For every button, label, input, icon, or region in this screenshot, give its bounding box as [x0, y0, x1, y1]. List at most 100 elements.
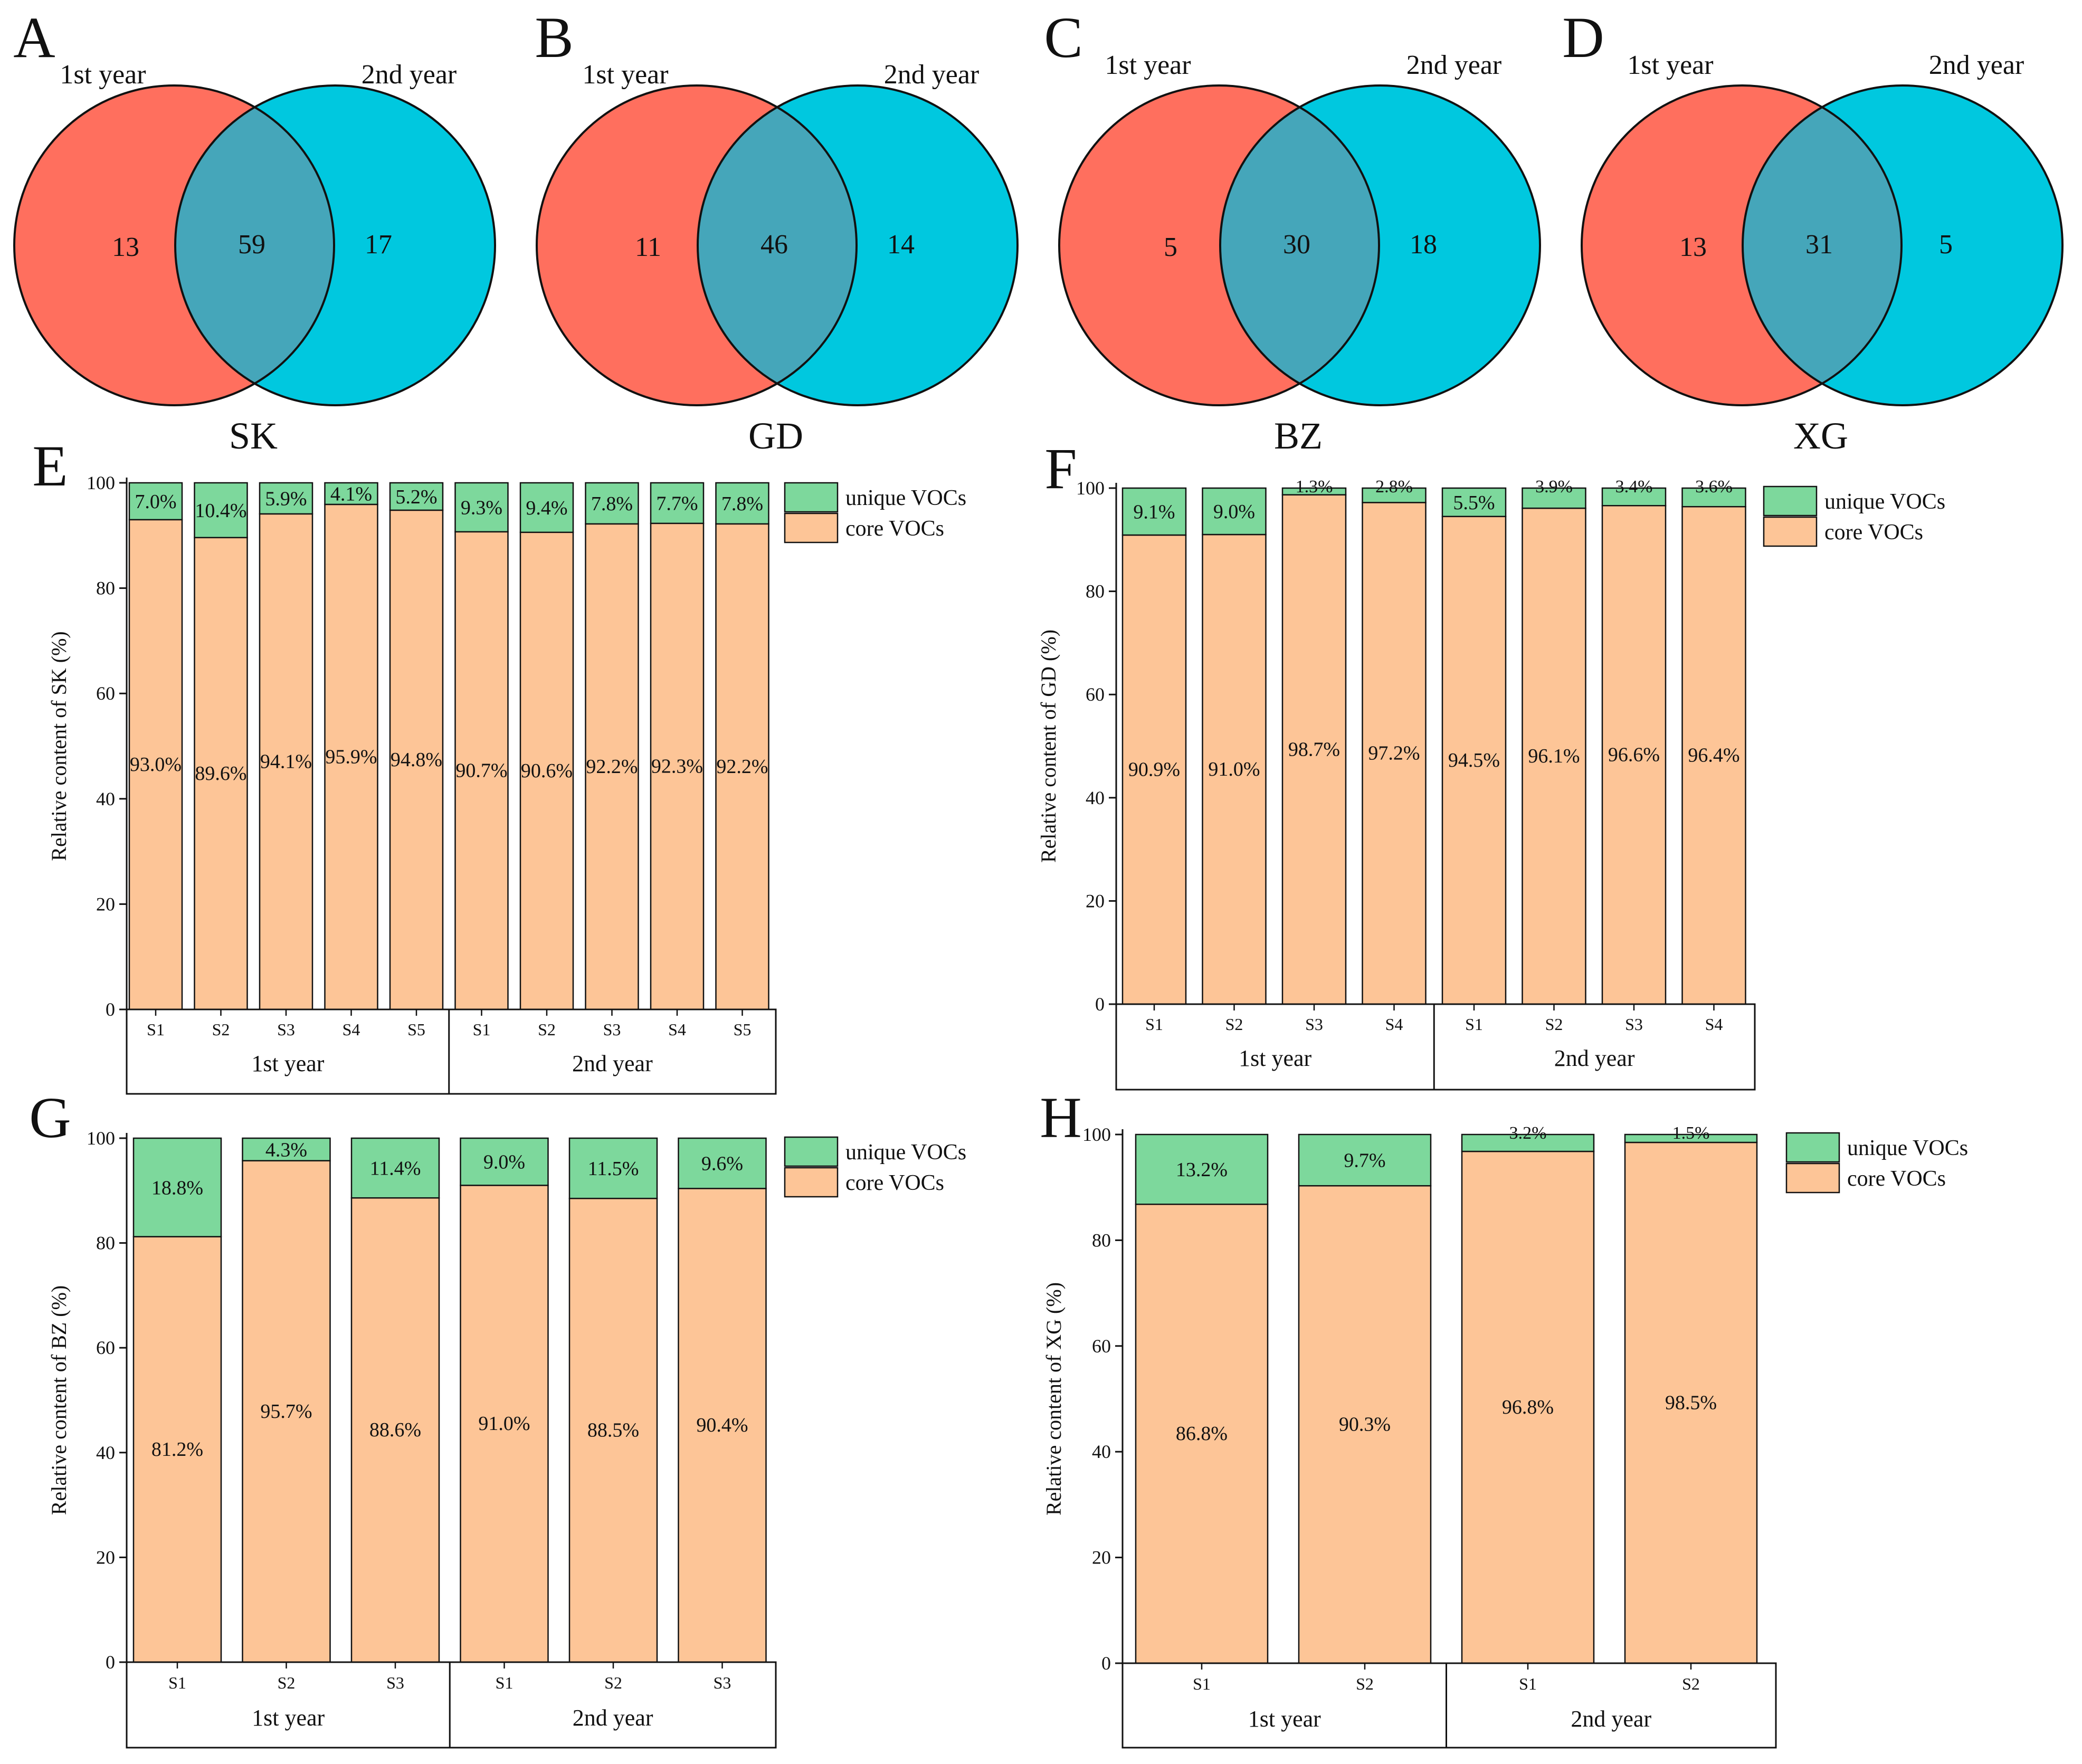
unique-voc-bar: [460, 1137, 549, 1186]
unique-voc-bar: [1601, 487, 1667, 507]
venn-left-outline: [536, 84, 858, 406]
core-value-label: 81.2%: [151, 1438, 203, 1461]
panel-letter: C: [1044, 5, 1082, 70]
unique-voc-bar: [650, 482, 705, 525]
unique-value-label: 3.2%: [1509, 1123, 1547, 1143]
core-voc-bar: [1121, 534, 1187, 1005]
unique-voc-bar: [1681, 487, 1746, 508]
legend-label-unique: unique VOCs: [845, 1140, 966, 1165]
venn-overlap-region: [698, 85, 857, 405]
category-label: S5: [734, 1020, 752, 1039]
core-voc-bar: [1461, 1150, 1595, 1664]
venn-right-outline: [174, 84, 496, 406]
venn-left-outline: [1581, 84, 1903, 406]
core-voc-bar: [324, 503, 378, 1010]
core-voc-bar: [1298, 1185, 1432, 1664]
unique-value-label: 3.4%: [1615, 477, 1653, 497]
venn-right-outline: [1219, 84, 1541, 406]
core-voc-bar: [389, 509, 444, 1010]
category-label: S4: [1705, 1015, 1723, 1034]
venn-left-count: 13: [1679, 232, 1707, 262]
unique-voc-bar: [1298, 1133, 1432, 1187]
y-tick-label: 80: [96, 1233, 115, 1254]
category-label: S1: [147, 1020, 165, 1039]
category-label: S3: [1305, 1015, 1323, 1034]
venn-shared-count: 31: [1805, 230, 1833, 260]
unique-voc-bar: [128, 482, 183, 521]
unique-value-label: 5.9%: [265, 488, 307, 510]
unique-voc-bar: [568, 1137, 658, 1199]
category-label: S2: [278, 1673, 296, 1692]
unique-value-label: 3.9%: [1535, 477, 1573, 497]
category-label: S1: [473, 1020, 491, 1039]
unique-value-label: 1.3%: [1296, 477, 1333, 497]
group-label: 2nd year: [573, 1705, 653, 1731]
y-tick-label: 60: [96, 1337, 115, 1358]
venn-site-label: BZ: [1274, 415, 1323, 457]
venn-site-label: XG: [1793, 415, 1848, 457]
unique-voc-bar: [350, 1137, 440, 1199]
panel-letter: F: [1044, 436, 1077, 501]
core-value-label: 97.2%: [1368, 742, 1420, 765]
y-tick-label: 60: [1092, 1336, 1111, 1357]
core-value-label: 91.0%: [478, 1413, 530, 1435]
category-label: S1: [496, 1673, 514, 1692]
unique-value-label: 7.7%: [656, 492, 698, 514]
y-tick-label: 100: [1082, 1124, 1111, 1145]
core-voc-bar: [1202, 533, 1267, 1005]
core-value-label: 91.0%: [1208, 758, 1260, 780]
category-label: S1: [168, 1673, 186, 1692]
core-voc-bar: [650, 522, 705, 1010]
venn-right-outline: [697, 84, 1019, 406]
category-axis-box: [126, 1008, 777, 1095]
y-tick-label: 0: [106, 1652, 115, 1673]
venn-site-label: GD: [748, 415, 803, 457]
panel-letter: B: [535, 5, 573, 70]
core-voc-bar: [1601, 505, 1667, 1005]
core-value-label: 86.8%: [1176, 1423, 1228, 1445]
unique-voc-bar: [1281, 487, 1347, 495]
unique-voc-bar: [1624, 1133, 1758, 1143]
unique-voc-bar: [242, 1137, 331, 1161]
core-voc-bar: [350, 1197, 440, 1663]
core-value-label: 96.4%: [1688, 745, 1739, 767]
unique-voc-bar: [389, 482, 444, 511]
unique-voc-bar: [1202, 487, 1267, 536]
y-tick-label: 100: [87, 472, 115, 493]
y-tick-label: 60: [96, 683, 115, 704]
y-tick-label: 20: [96, 893, 115, 914]
unique-voc-bar: [454, 482, 509, 533]
legend-label-unique: unique VOCs: [845, 486, 966, 510]
unique-value-label: 9.6%: [701, 1153, 743, 1175]
venn-overlap-region: [1220, 85, 1379, 405]
core-value-label: 94.1%: [260, 750, 312, 773]
panel-letter: H: [1040, 1085, 1081, 1150]
core-voc-bar: [519, 531, 574, 1010]
venn-right-count: 17: [365, 230, 392, 260]
category-label: S3: [714, 1673, 731, 1692]
core-value-label: 95.7%: [260, 1400, 312, 1423]
legend-swatch-core: [1785, 1162, 1840, 1194]
category-label: S4: [668, 1020, 686, 1039]
venn-shared-count: 46: [760, 230, 788, 260]
core-voc-bar: [568, 1197, 658, 1663]
venn-shared-count: 59: [238, 230, 265, 260]
category-axis-box: [126, 1661, 777, 1749]
core-value-label: 90.4%: [696, 1414, 748, 1436]
core-voc-bar: [1624, 1141, 1758, 1664]
core-value-label: 92.3%: [651, 755, 703, 777]
y-tick-label: 80: [96, 578, 115, 599]
venn-left-count: 5: [1164, 232, 1177, 262]
unique-value-label: 9.1%: [1133, 501, 1175, 523]
panel-letter: E: [32, 434, 68, 498]
group-label: 2nd year: [1554, 1045, 1635, 1071]
category-label: S2: [212, 1020, 230, 1039]
unique-voc-bar: [1121, 487, 1187, 536]
core-value-label: 88.5%: [587, 1419, 639, 1442]
